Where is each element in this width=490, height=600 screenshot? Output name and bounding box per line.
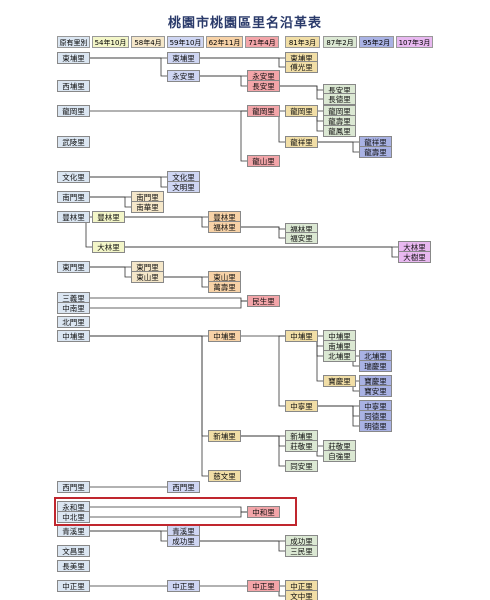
village-box: 中正里 <box>57 580 90 592</box>
village-box: 中埔里 <box>285 330 318 342</box>
connector-line <box>318 405 359 427</box>
village-box: 福安里 <box>285 232 318 244</box>
connector-line <box>200 540 285 552</box>
connector-line <box>125 216 208 228</box>
connector-line <box>164 276 208 288</box>
village-box: 中南里 <box>57 302 90 314</box>
village-box: 明德里 <box>359 420 392 432</box>
village-box: 豐林里 <box>92 211 125 223</box>
era-label: 原有里別 <box>57 36 90 48</box>
village-box: 寶慶里 <box>323 375 356 387</box>
village-box: 西門里 <box>167 481 200 493</box>
era-label: 87年2月 <box>323 36 357 48</box>
connector-line <box>90 57 167 77</box>
village-box: 青溪里 <box>57 525 90 537</box>
village-box: 三民里 <box>285 545 318 557</box>
connector-line <box>200 57 285 68</box>
village-box: 文化里 <box>57 171 90 183</box>
village-box: 西門里 <box>57 481 90 493</box>
connector-line <box>90 196 131 208</box>
connector-line <box>90 297 247 302</box>
era-label: 107年3月 <box>396 36 433 48</box>
village-box: 東門里 <box>57 261 90 273</box>
village-box: 慈文里 <box>208 470 241 482</box>
village-box: 龍鳳里 <box>323 125 356 137</box>
connector-line <box>200 75 247 87</box>
village-box: 新埔里 <box>208 430 241 442</box>
era-label: 54年10月 <box>92 36 129 48</box>
village-box: 同安里 <box>285 460 318 472</box>
village-box: 中埔里 <box>57 330 90 342</box>
village-box: 龍岡里 <box>285 105 318 117</box>
village-box: 中和里 <box>247 506 280 518</box>
connector-line <box>280 85 323 91</box>
village-box: 北埔里 <box>323 350 356 362</box>
village-box: 萬壽里 <box>208 281 241 293</box>
village-box: 中埔里 <box>208 330 241 342</box>
village-box: 中寧里 <box>285 400 318 412</box>
village-box: 西埔里 <box>57 80 90 92</box>
connector-line <box>241 435 285 447</box>
village-box: 大樹里 <box>398 251 431 263</box>
village-box: 莊敬里 <box>285 440 318 452</box>
page-title: 桃園市桃園區里名沿革表 <box>167 16 322 31</box>
village-box: 中正里 <box>247 580 280 592</box>
era-label: 95年2月 <box>359 36 394 48</box>
connector-line <box>90 335 208 477</box>
village-box: 文昌里 <box>57 545 90 557</box>
village-box: 龍壽里 <box>359 146 392 158</box>
connector-line <box>125 246 398 258</box>
village-box: 文明里 <box>167 181 200 193</box>
connector-line <box>90 176 167 188</box>
highlight-frame <box>54 497 297 526</box>
village-box: 南華里 <box>131 201 164 213</box>
village-box: 傅光里 <box>285 61 318 73</box>
era-label: 59年10月 <box>167 36 204 48</box>
village-box: 文中里 <box>285 590 318 600</box>
connector-line <box>241 226 285 239</box>
village-box: 永安里 <box>167 70 200 82</box>
village-box: 東埔里 <box>167 52 200 64</box>
connector-line <box>90 266 131 278</box>
village-box: 豐林里 <box>57 211 90 223</box>
village-box: 龍岡里 <box>247 105 280 117</box>
village-box: 大林里 <box>92 241 125 253</box>
village-box: 龍祥里 <box>285 136 318 148</box>
connector-line <box>90 300 247 309</box>
village-box: 東山里 <box>131 271 164 283</box>
connector-line <box>90 511 247 518</box>
era-label: 58年4月 <box>131 36 165 48</box>
village-box: 莊敬里 <box>323 440 356 452</box>
connector-line <box>90 335 208 437</box>
village-box: 自強里 <box>323 450 356 462</box>
village-box: 東埔里 <box>57 52 90 64</box>
village-box: 寶安里 <box>359 385 392 397</box>
connector-line <box>90 530 167 542</box>
era-label: 62年11月 <box>206 36 243 48</box>
village-box: 中正里 <box>167 580 200 592</box>
village-box: 長安里 <box>247 80 280 92</box>
era-label: 71年4月 <box>245 36 279 48</box>
village-box: 福林里 <box>208 221 241 233</box>
village-box: 瑞慶里 <box>359 360 392 372</box>
village-box: 南門里 <box>57 191 90 203</box>
connector-line <box>278 335 318 407</box>
connector-line <box>240 110 280 162</box>
era-label: 81年3月 <box>285 36 320 48</box>
village-box: 北門里 <box>57 316 90 328</box>
village-box: 成功里 <box>167 535 200 547</box>
village-box: 長美里 <box>57 560 90 572</box>
connector-line <box>241 435 285 467</box>
village-box: 民生里 <box>247 295 280 307</box>
village-box: 長德里 <box>323 93 356 105</box>
village-box: 龍岡里 <box>57 105 90 117</box>
village-box: 龍山里 <box>247 155 280 167</box>
connector-line <box>318 141 359 153</box>
connector-line <box>280 85 323 100</box>
village-box: 中北里 <box>57 511 90 523</box>
village-box: 武陵里 <box>57 136 90 148</box>
